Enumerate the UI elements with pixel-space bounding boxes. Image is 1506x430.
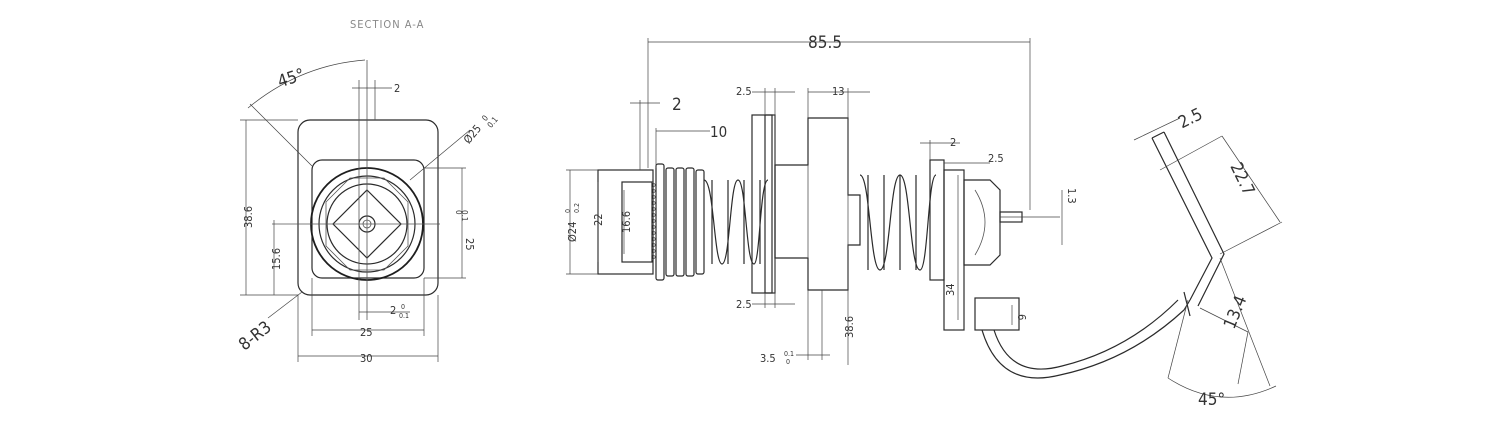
overall-label: 85.5 <box>808 33 842 53</box>
d2-label: 10 <box>710 123 727 141</box>
flange-left-inner <box>764 114 776 294</box>
flange-left <box>751 114 773 294</box>
radius-label: 8-R3 <box>235 317 275 355</box>
cable-outer <box>993 299 1179 370</box>
octagon-groove <box>325 177 409 271</box>
d5-label: 2 <box>950 136 956 149</box>
d9-label: 3.5 <box>760 352 776 365</box>
angle-leader <box>249 103 313 167</box>
tab-len-ext-top <box>1159 135 1223 171</box>
mount-plate <box>929 159 945 281</box>
radius-leader <box>267 291 303 319</box>
cap-knurl <box>621 181 653 263</box>
d8-label: 2.5 <box>736 298 752 311</box>
tab-angle-arc <box>1167 377 1277 398</box>
outer-frame <box>297 119 439 296</box>
width-outer-label: 30 <box>360 352 373 365</box>
d12-label: 6 <box>1015 314 1028 320</box>
offset-label: 15.6 <box>270 248 283 270</box>
tab-angle-leader <box>1167 299 1189 379</box>
tab-plate <box>974 297 1020 331</box>
mount-detail <box>974 189 986 256</box>
collar-rib-5 <box>695 169 705 275</box>
diameter-tol: 0 <box>480 113 490 123</box>
d9-tol2: 0 <box>786 358 790 366</box>
tab-end <box>1151 131 1165 139</box>
dia-c-label: 16.6 <box>620 211 633 233</box>
d9-tol: 0.1 <box>784 350 794 358</box>
tab-len-ext-bot <box>1219 221 1283 255</box>
dia-a-label: Ø24 <box>566 222 579 242</box>
tab-thk-line <box>1133 117 1181 141</box>
d4-label: 13 <box>832 85 845 98</box>
d11-label: 34 <box>944 283 957 296</box>
tab-len-bot-ext <box>1219 257 1271 387</box>
collar-rib-1 <box>655 163 665 281</box>
tab-view: 2.5 22.7 13.4 45° <box>1133 105 1283 410</box>
cable <box>981 299 1191 379</box>
spring-left <box>703 179 769 265</box>
d6-label: 2.5 <box>988 152 1004 165</box>
tab-outline-inner <box>1163 131 1225 307</box>
tab-len-bot-ext2 <box>1199 307 1249 333</box>
d3-label: 2.5 <box>736 85 752 98</box>
d10-label: 38.6 <box>843 316 856 338</box>
collar-rib-3 <box>675 167 685 277</box>
inner-label: 25 <box>463 238 476 251</box>
side-view: 85.5 6 2 <box>564 33 1191 379</box>
d1-label: 2 <box>672 95 682 115</box>
key-tol2: 0.1 <box>399 312 409 320</box>
spring-right <box>859 174 937 271</box>
dia-b-label: 22 <box>592 213 605 226</box>
angle-label: 45° <box>275 65 307 92</box>
tab-len-top <box>1221 135 1281 223</box>
dia-a-tol: 0 <box>564 209 572 213</box>
height-label: 38.6 <box>242 206 255 228</box>
body-hub <box>774 117 861 291</box>
inner-tol2: 0.1 <box>460 210 469 221</box>
tab-len-bot <box>1237 331 1249 385</box>
section-title: SECTION A-A <box>350 18 424 31</box>
width-inner-label: 25 <box>360 326 373 339</box>
tab-angle-label: 45° <box>1198 390 1225 410</box>
slot-label: 2 <box>394 82 400 95</box>
collar-rib-4 <box>685 167 695 277</box>
key-label: 2 <box>390 304 396 317</box>
inner-tol: 0 <box>454 210 463 215</box>
d7-label: 1.3 <box>1065 188 1078 204</box>
collar-rib-2 <box>665 167 675 277</box>
key-tol: 0 <box>401 303 405 311</box>
mount-base <box>943 169 965 331</box>
tab-len-top-label: 22.7 <box>1226 159 1259 198</box>
angle-arc <box>247 59 366 109</box>
dia-a-tol2: 0.2 <box>573 203 581 213</box>
tab-thk-label: 2.5 <box>1175 105 1206 134</box>
tab-outline-outer <box>1151 137 1213 301</box>
diameter-label: Ø25 <box>461 122 484 146</box>
diameter-tol2: 0.1 <box>486 115 500 130</box>
diameter-leader <box>409 129 471 181</box>
mount-cap <box>963 179 1001 266</box>
section-view: 45° 2 Ø25 0 0.1 38.6 15.6 25 0 0.1 2 0 0… <box>235 59 500 365</box>
